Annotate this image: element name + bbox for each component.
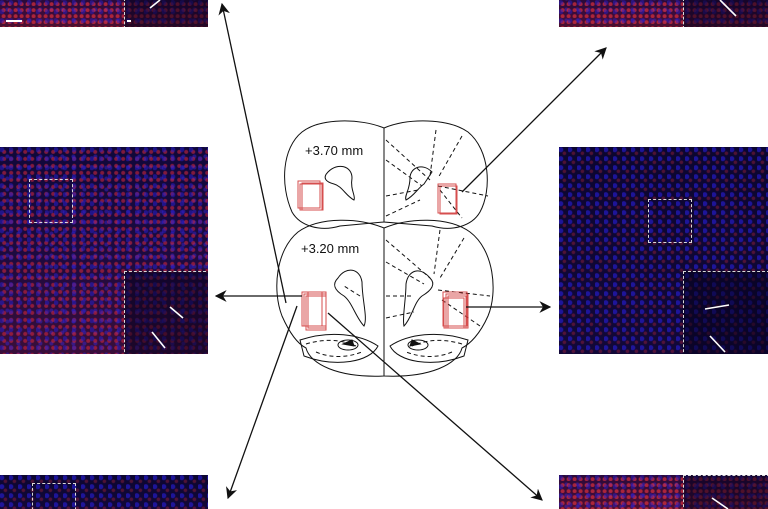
roi-markers [297, 180, 469, 331]
roi-dashed-box [29, 179, 73, 223]
section-3.20mm [276, 219, 494, 377]
section-label-3.20: +3.20 mm [301, 241, 359, 256]
micrograph-mid-left [0, 147, 208, 354]
inset-arrows [149, 0, 737, 509]
inset-zoom [683, 475, 768, 509]
roi-dashed-box [32, 483, 76, 509]
roi-dashed-box [648, 199, 692, 243]
arrow-to-top-right [461, 47, 607, 193]
inset-zoom [124, 271, 208, 354]
arrow-to-bottom-left [226, 305, 298, 500]
inset-zoom [124, 0, 208, 27]
micrograph-mid-right [559, 147, 768, 354]
section-3.70mm [284, 120, 489, 229]
micrograph-bottom-right [559, 475, 768, 509]
micrograph-bottom-left [0, 475, 208, 509]
section-label-3.70: +3.70 mm [305, 143, 363, 158]
scale-bar [6, 20, 22, 22]
connector-arrows [214, 2, 607, 501]
inset-zoom [683, 271, 768, 354]
arrow-to-top-left [218, 2, 287, 304]
micrograph-top-left [0, 0, 208, 27]
arrow-to-bottom-right [327, 312, 543, 501]
inset-scale-bar [127, 20, 131, 22]
